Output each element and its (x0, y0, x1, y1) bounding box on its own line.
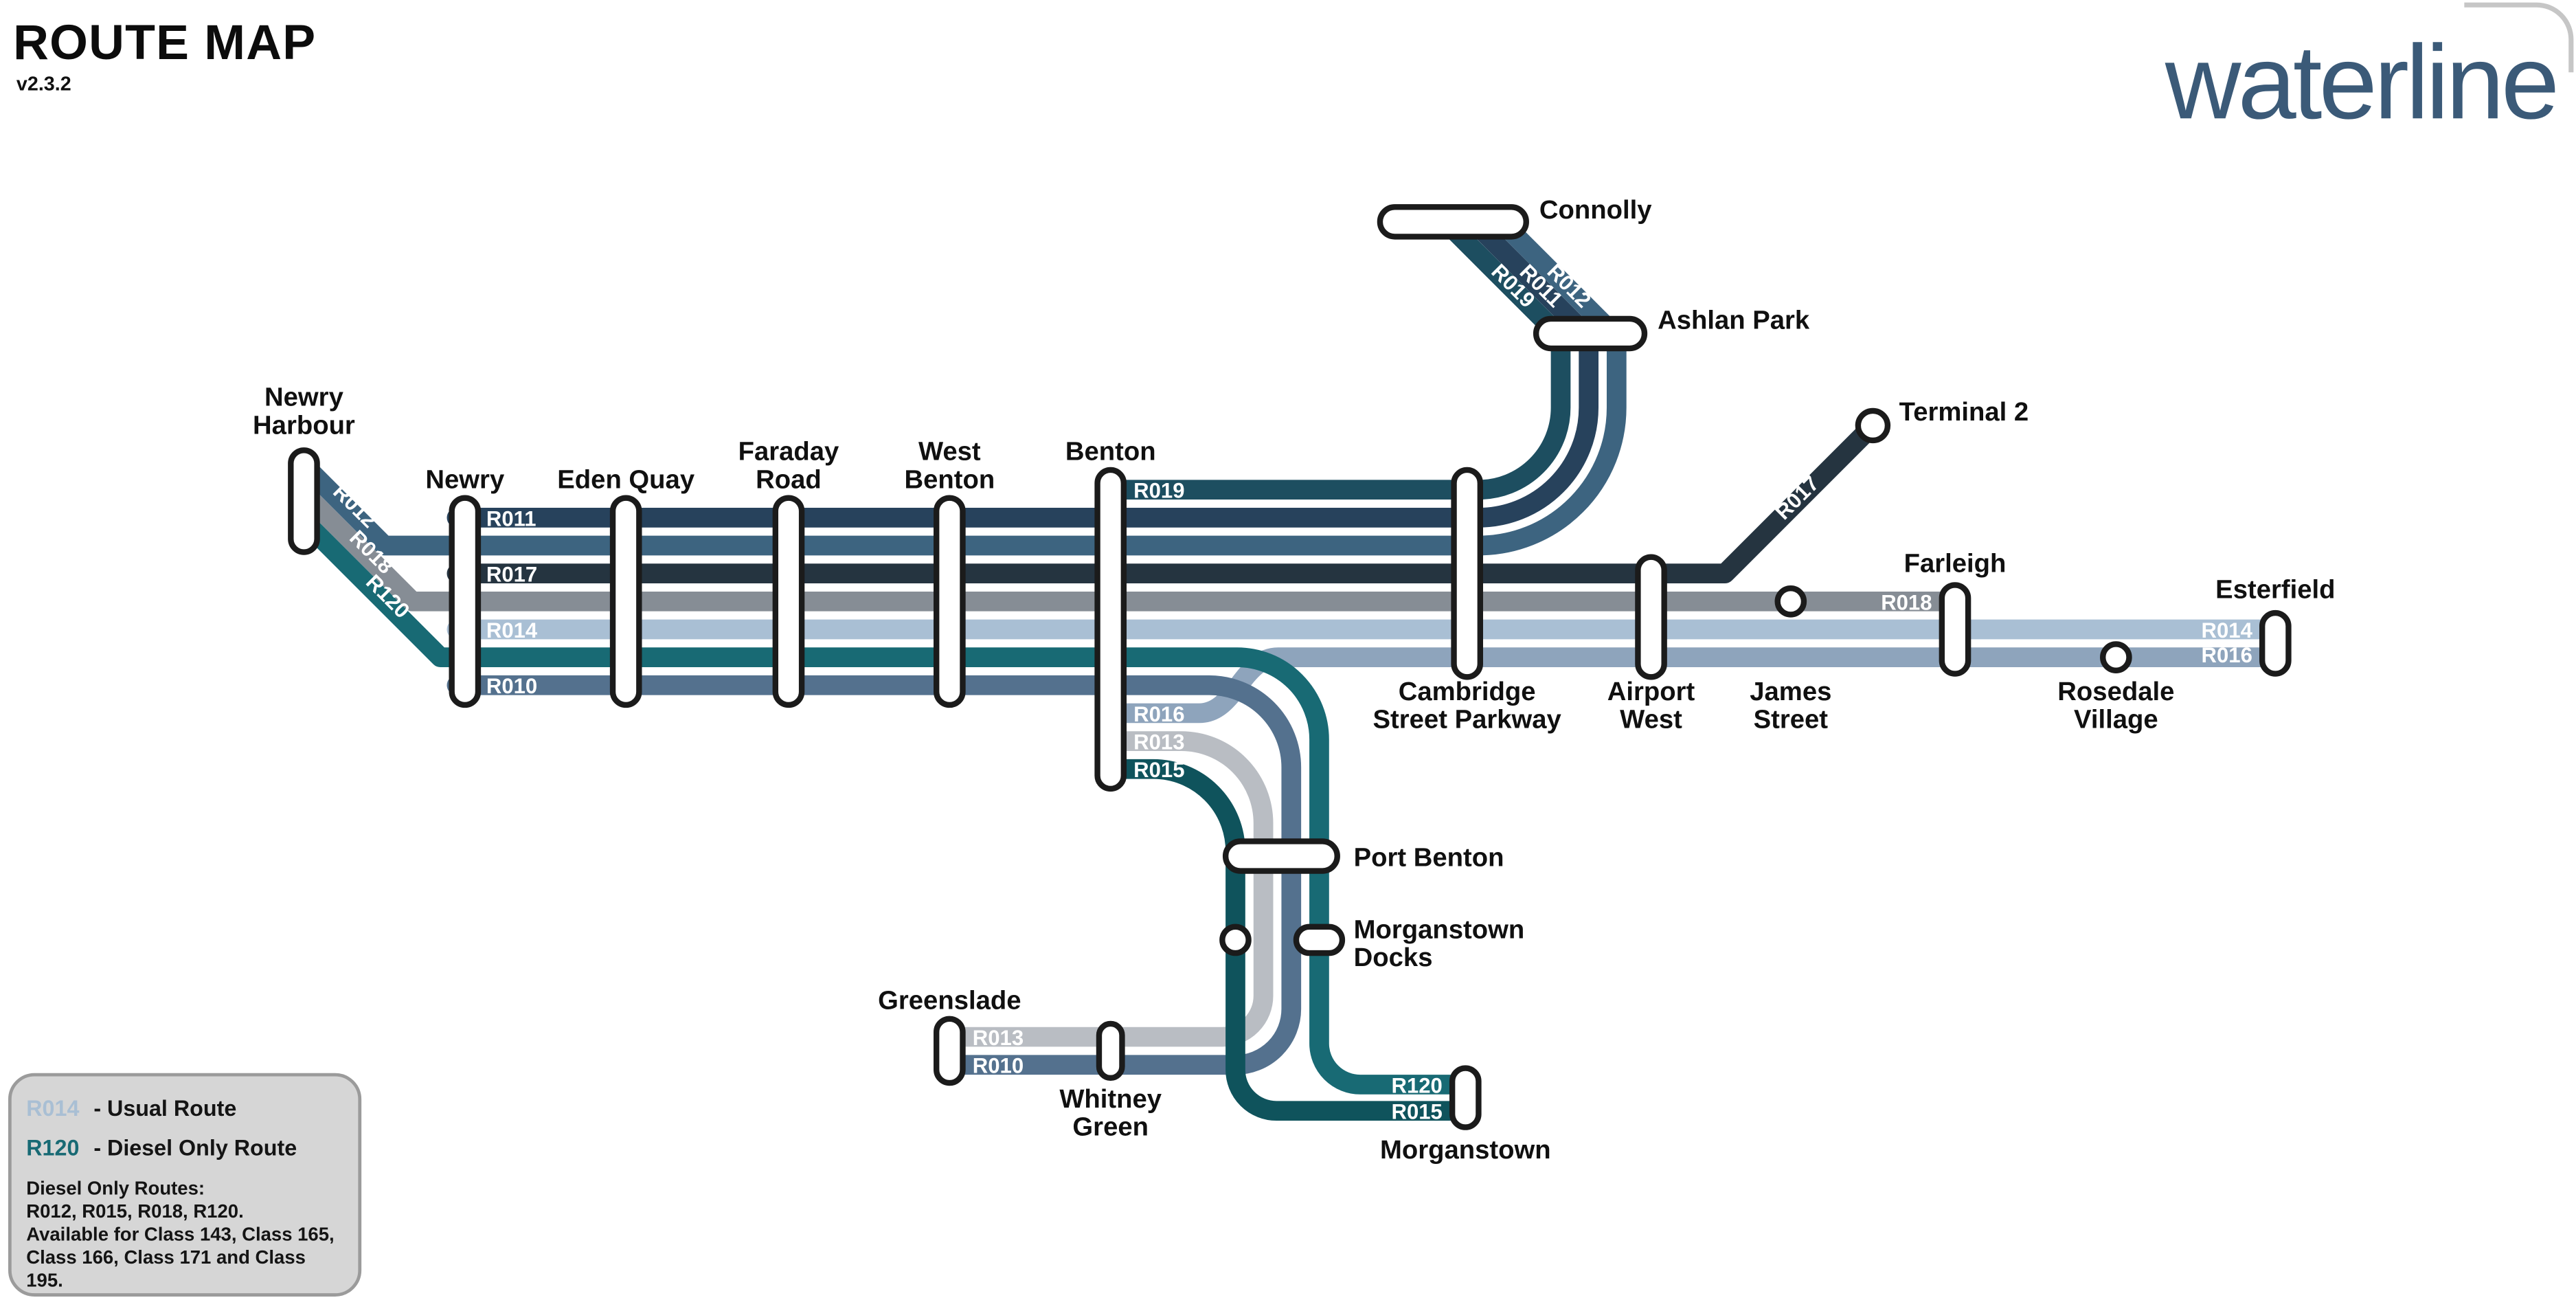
route-code-label-R010: R010 (486, 674, 537, 698)
station-label-ashlan-park: Ashlan Park (1658, 305, 1810, 335)
route-code-label-R014-esterfield: R014 (2202, 618, 2253, 642)
legend-note-line-2: R012, R015, R018, R120. (26, 1200, 243, 1222)
station-marker-morganstown-docks-east (1293, 923, 1346, 956)
route-line-R120 (302, 519, 1472, 1095)
legend: R014 - Usual Route R120 - Diesel Only Ro… (8, 1073, 362, 1297)
station-markers (288, 204, 2292, 1130)
station-label-west-benton-2: Benton (904, 464, 995, 494)
station-label-airport-west: Airport (1607, 677, 1695, 706)
station-marker-esterfield (2259, 609, 2292, 677)
station-marker-morganstown (1449, 1065, 1482, 1130)
route-line-R018 (302, 491, 1965, 612)
station-label-newry: Newry (425, 464, 505, 494)
station-label-benton: Benton (1065, 437, 1156, 467)
legend-panel (8, 1073, 362, 1297)
brand-logo: waterline (2165, 23, 2556, 141)
station-marker-port-benton (1222, 838, 1340, 874)
station-marker-farleigh (1939, 582, 1971, 677)
station-marker-west-benton (934, 495, 966, 708)
route-code-label-R015-morganstown: R015 (1392, 1100, 1443, 1124)
route-code-label-R013-greenslade: R013 (973, 1026, 1024, 1050)
route-code-label-R011: R011 (486, 506, 536, 530)
station-marker-newry-harbour (288, 447, 320, 555)
station-marker-james-street (1774, 585, 1807, 618)
station-label-eden-quay: Eden Quay (557, 464, 695, 494)
route-code-label-R019: R019 (1133, 479, 1184, 503)
route-code-label-R013: R013 (1133, 730, 1184, 754)
route-line-R011 (447, 221, 1599, 528)
route-line-R019 (1100, 221, 1571, 500)
station-label-rosedale-village: Rosedale (2057, 677, 2174, 706)
route-line-R010 (447, 675, 1302, 1075)
legend-diesel-route-code: R120 (26, 1135, 79, 1160)
station-label-airport-west-2: West (1620, 704, 1682, 734)
legend-usual-route-code: R014 (26, 1096, 79, 1121)
route-code-label-R016: R016 (1133, 702, 1184, 726)
station-label-james-street-2: Street (1754, 704, 1829, 734)
route-code-label-R017: R017 (486, 563, 537, 587)
route-code-label-R016-esterfield: R016 (2202, 643, 2252, 667)
route-line-R012 (302, 221, 1627, 556)
station-marker-cambridge-street-parkway (1451, 467, 1483, 680)
station-label-whitney-green-2: Green (1072, 1112, 1149, 1142)
header: ROUTE MAP v2.3.2 waterline (13, 2, 2574, 141)
version-label: v2.3.2 (16, 74, 71, 96)
legend-note-line-5: 195. (26, 1270, 63, 1291)
station-label-farleigh: Farleigh (1904, 548, 2007, 578)
station-label-cambridge-street-parkway: Cambridge (1399, 677, 1536, 706)
station-label-cambridge-street-parkway-2: Street Parkway (1373, 704, 1562, 734)
station-label-whitney-green: Whitney (1059, 1084, 1162, 1114)
legend-usual-route-label: - Usual Route (93, 1096, 236, 1121)
station-marker-connolly (1377, 204, 1529, 240)
station-label-james-street: James (1750, 677, 1831, 706)
station-label-port-benton: Port Benton (1354, 842, 1504, 872)
station-marker-whitney-green (1096, 1020, 1125, 1082)
legend-diesel-route-label: - Diesel Only Route (93, 1135, 297, 1160)
station-label-morganstown-docks-2: Docks (1354, 943, 1433, 972)
route-code-label-R018-farleigh: R018 (1881, 590, 1932, 614)
station-label-esterfield: Esterfield (2215, 575, 2335, 605)
station-label-faraday-road: Faraday (738, 437, 839, 467)
station-marker-newry (449, 495, 482, 708)
page-title: ROUTE MAP (13, 15, 316, 70)
station-label-west-benton: West (918, 437, 981, 467)
station-labels: Newry Harbour Newry Eden Quay Faraday Ro… (253, 195, 2335, 1165)
legend-note-line-4: Class 166, Class 171 and Class (26, 1246, 306, 1268)
legend-note-line-3: Available for Class 143, Class 165, (26, 1224, 334, 1245)
route-line-R017 (447, 416, 1883, 584)
station-marker-greenslade (934, 1016, 966, 1086)
station-label-faraday-road-2: Road (756, 464, 822, 494)
station-label-newry-harbour: Newry (264, 383, 344, 412)
station-label-morganstown: Morganstown (1380, 1135, 1551, 1165)
station-marker-airport-west (1635, 554, 1667, 680)
station-label-rosedale-village-2: Village (2074, 704, 2158, 734)
station-label-newry-harbour-2: Harbour (253, 410, 355, 440)
station-marker-morganstown-docks-west (1219, 923, 1252, 956)
station-label-connolly: Connolly (1539, 195, 1652, 225)
legend-note-line-1: Diesel Only Routes: (26, 1178, 205, 1199)
station-marker-rosedale-village (2100, 641, 2132, 673)
station-marker-ashlan-park (1533, 315, 1648, 352)
station-label-greenslade: Greenslade (878, 985, 1021, 1015)
station-marker-faraday-road (772, 495, 805, 708)
route-lines (302, 221, 2285, 1121)
station-marker-eden-quay (609, 495, 642, 708)
station-label-morganstown-docks: Morganstown (1354, 915, 1525, 945)
route-code-label-R015: R015 (1133, 758, 1184, 782)
route-code-label-R120-morganstown: R120 (1392, 1073, 1443, 1097)
station-label-terminal-2: Terminal 2 (1899, 397, 2029, 427)
station-marker-terminal-2 (1855, 407, 1891, 444)
route-code-label-R010-greenslade: R010 (973, 1054, 1024, 1078)
route-code-label-R014: R014 (486, 618, 538, 642)
station-marker-benton (1094, 467, 1127, 792)
corner-decoration (2464, 2, 2574, 73)
